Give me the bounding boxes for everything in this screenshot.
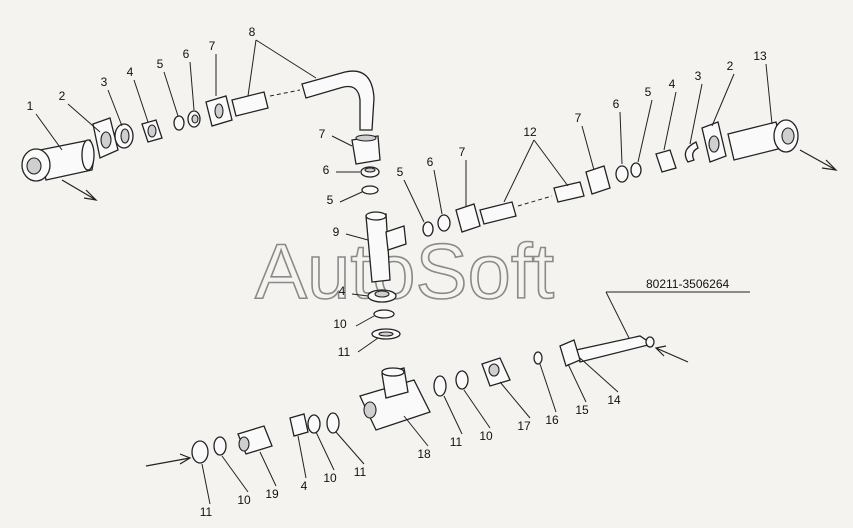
part-19-union <box>237 425 273 455</box>
callout-7: 7 <box>459 145 466 159</box>
callout-3: 3 <box>101 75 108 89</box>
callout-2: 2 <box>727 59 734 73</box>
callout-7: 7 <box>575 111 582 125</box>
part-4-center-nut <box>367 289 397 303</box>
part-11-lower-gasket-c <box>191 440 209 464</box>
callout-5: 5 <box>397 165 404 179</box>
part-10-lower-ring-b <box>307 414 321 434</box>
callout-14: 14 <box>607 393 621 407</box>
part-7-right-nut-b <box>585 165 611 195</box>
part-14-pipe <box>575 335 689 363</box>
part-17-union <box>481 357 511 387</box>
callout-5: 5 <box>327 193 334 207</box>
callout-2: 2 <box>59 89 66 103</box>
callout-10: 10 <box>479 429 493 443</box>
part-4-nut <box>141 119 163 143</box>
part-7-union-nut <box>205 95 233 127</box>
callout-6: 6 <box>183 47 190 61</box>
part-5-center-washer <box>361 185 379 195</box>
part-3-right-clip <box>684 141 699 163</box>
part-11-center-gasket <box>371 328 401 340</box>
part-2-right-flange <box>701 121 727 163</box>
callout-18: 18 <box>417 447 431 461</box>
leaders-left-upper <box>35 39 317 201</box>
part-12-pipe <box>479 181 585 225</box>
part-3-ring <box>114 123 134 149</box>
callout-15: 15 <box>575 403 589 417</box>
part-18-tee-block <box>359 367 431 431</box>
part-5-washer <box>173 115 185 131</box>
part-6-ring <box>187 110 201 128</box>
callout-3: 3 <box>695 69 702 83</box>
callout-4: 4 <box>339 284 346 298</box>
callout-6: 6 <box>323 163 330 177</box>
part-8-bent-pipe <box>231 70 375 131</box>
callout-7: 7 <box>319 127 326 141</box>
part-6-right-ring-a <box>437 214 451 232</box>
part-13-right-elbow <box>727 119 799 161</box>
part-2-flange-plate <box>92 117 119 159</box>
callout-9: 9 <box>333 225 340 239</box>
part-10-center-ring <box>373 309 395 319</box>
callout-10: 10 <box>333 317 347 331</box>
part-7-center-nut <box>351 134 381 165</box>
part-4-right-nut <box>655 149 677 173</box>
part-11-lower-gasket-a <box>433 375 447 397</box>
part-11-lower-gasket-b <box>326 412 340 434</box>
part-7-right-nut-a <box>455 203 481 233</box>
part-9-tee <box>365 211 407 283</box>
part-10-lower-ring-a <box>455 370 469 390</box>
callout-11: 11 <box>338 345 351 359</box>
part-4-lower-nut <box>289 413 309 437</box>
callout-13: 13 <box>753 49 767 63</box>
callout-17: 17 <box>517 419 531 433</box>
leaders-right-upper <box>403 63 838 223</box>
callout-11: 11 <box>450 435 463 449</box>
part-5-right-washer-a <box>422 221 434 237</box>
callout-10: 10 <box>323 471 337 485</box>
callout-5: 5 <box>645 85 652 99</box>
callout-6: 6 <box>427 155 434 169</box>
callout-12: 12 <box>523 125 537 139</box>
leaders-lower <box>145 357 619 505</box>
part-code-label: 80211-3506264 <box>646 277 730 291</box>
callout-5: 5 <box>157 57 164 71</box>
callout-4: 4 <box>127 65 134 79</box>
callout-16: 16 <box>545 413 559 427</box>
part-5-right-washer-b <box>630 162 642 178</box>
part-1-elbow-fitting <box>21 139 95 182</box>
part-16-washer <box>533 351 543 365</box>
part-6-center-ring <box>360 166 380 178</box>
callout-4: 4 <box>669 77 676 91</box>
leaders-center <box>331 135 379 353</box>
callout-8: 8 <box>249 25 256 39</box>
part-6-right-ring-b <box>615 165 629 183</box>
callout-4: 4 <box>301 479 308 493</box>
code-leader <box>605 291 631 341</box>
callout-19: 19 <box>265 487 279 501</box>
part-10-lower-ring-c <box>213 436 227 456</box>
callout-10: 10 <box>237 493 251 507</box>
callout-1: 1 <box>27 99 34 113</box>
callout-7: 7 <box>209 39 216 53</box>
callout-11: 11 <box>354 465 367 479</box>
callout-6: 6 <box>613 97 620 111</box>
callout-11: 11 <box>200 505 213 519</box>
part-15-nut <box>559 339 581 367</box>
